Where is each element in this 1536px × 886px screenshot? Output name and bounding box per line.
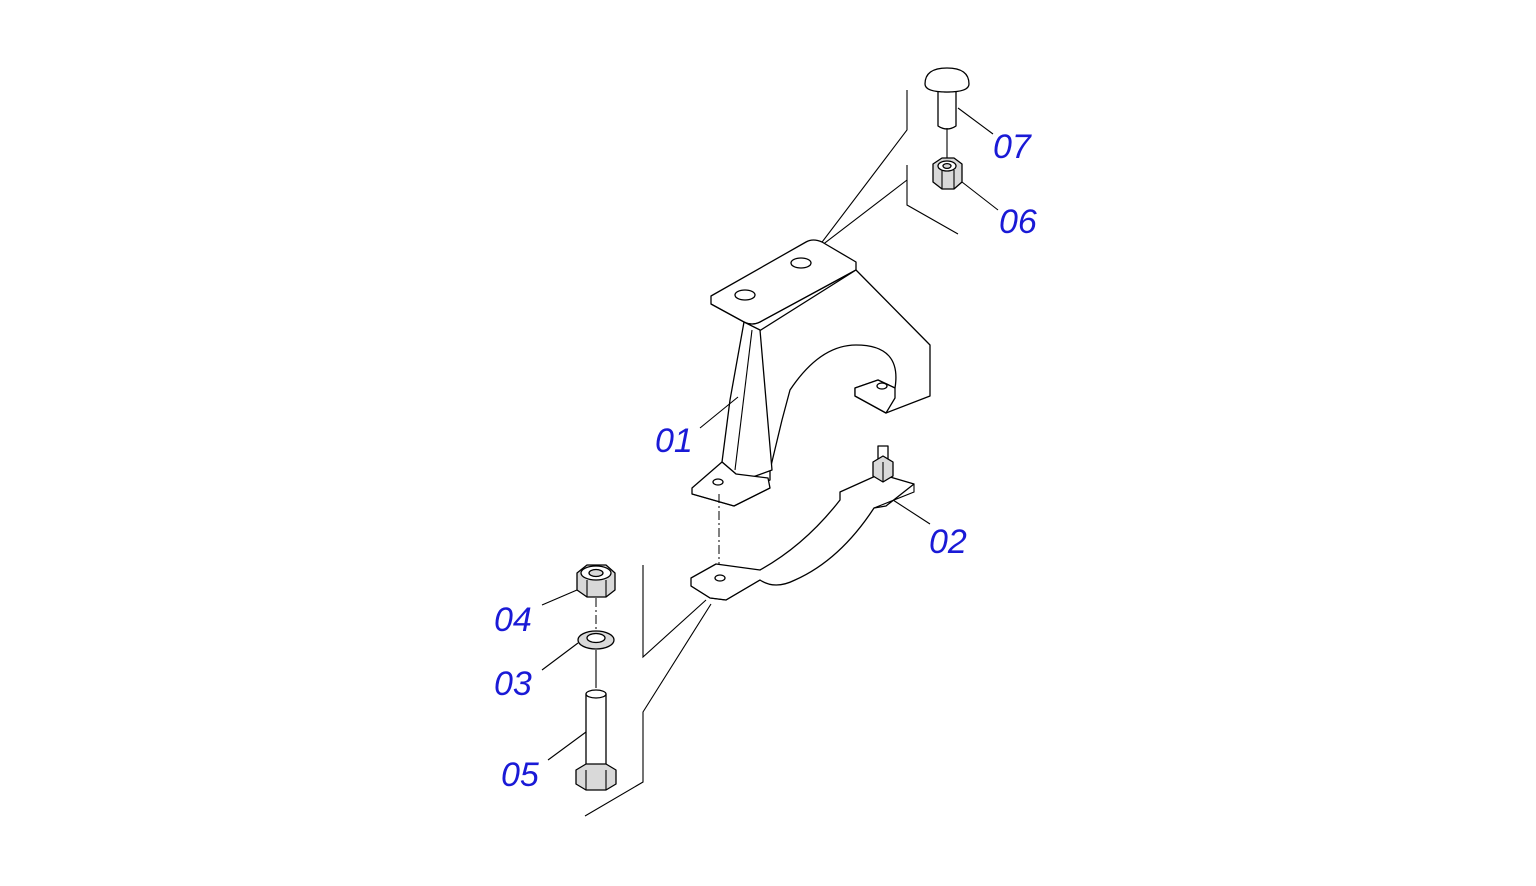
part-05-hex-bolt xyxy=(547,689,617,791)
leader-07 xyxy=(957,107,994,135)
callout-01: 01 xyxy=(655,422,693,460)
reference-bracket-bottom xyxy=(584,565,712,817)
callout-05: 05 xyxy=(501,756,539,794)
part-03-washer xyxy=(541,630,615,671)
part-04-hex-nut xyxy=(541,564,616,606)
part-01-support-bracket xyxy=(691,239,931,507)
callout-06: 06 xyxy=(999,203,1037,241)
callout-03: 03 xyxy=(494,665,532,703)
callout-07: 07 xyxy=(993,128,1032,166)
callout-02: 02 xyxy=(929,523,967,561)
part-07-carriage-bolt xyxy=(924,67,970,158)
part-02-clamp-strap xyxy=(690,445,931,601)
part-06-lock-nut xyxy=(932,157,963,190)
callout-04: 04 xyxy=(494,601,532,639)
leader-06 xyxy=(961,181,999,211)
